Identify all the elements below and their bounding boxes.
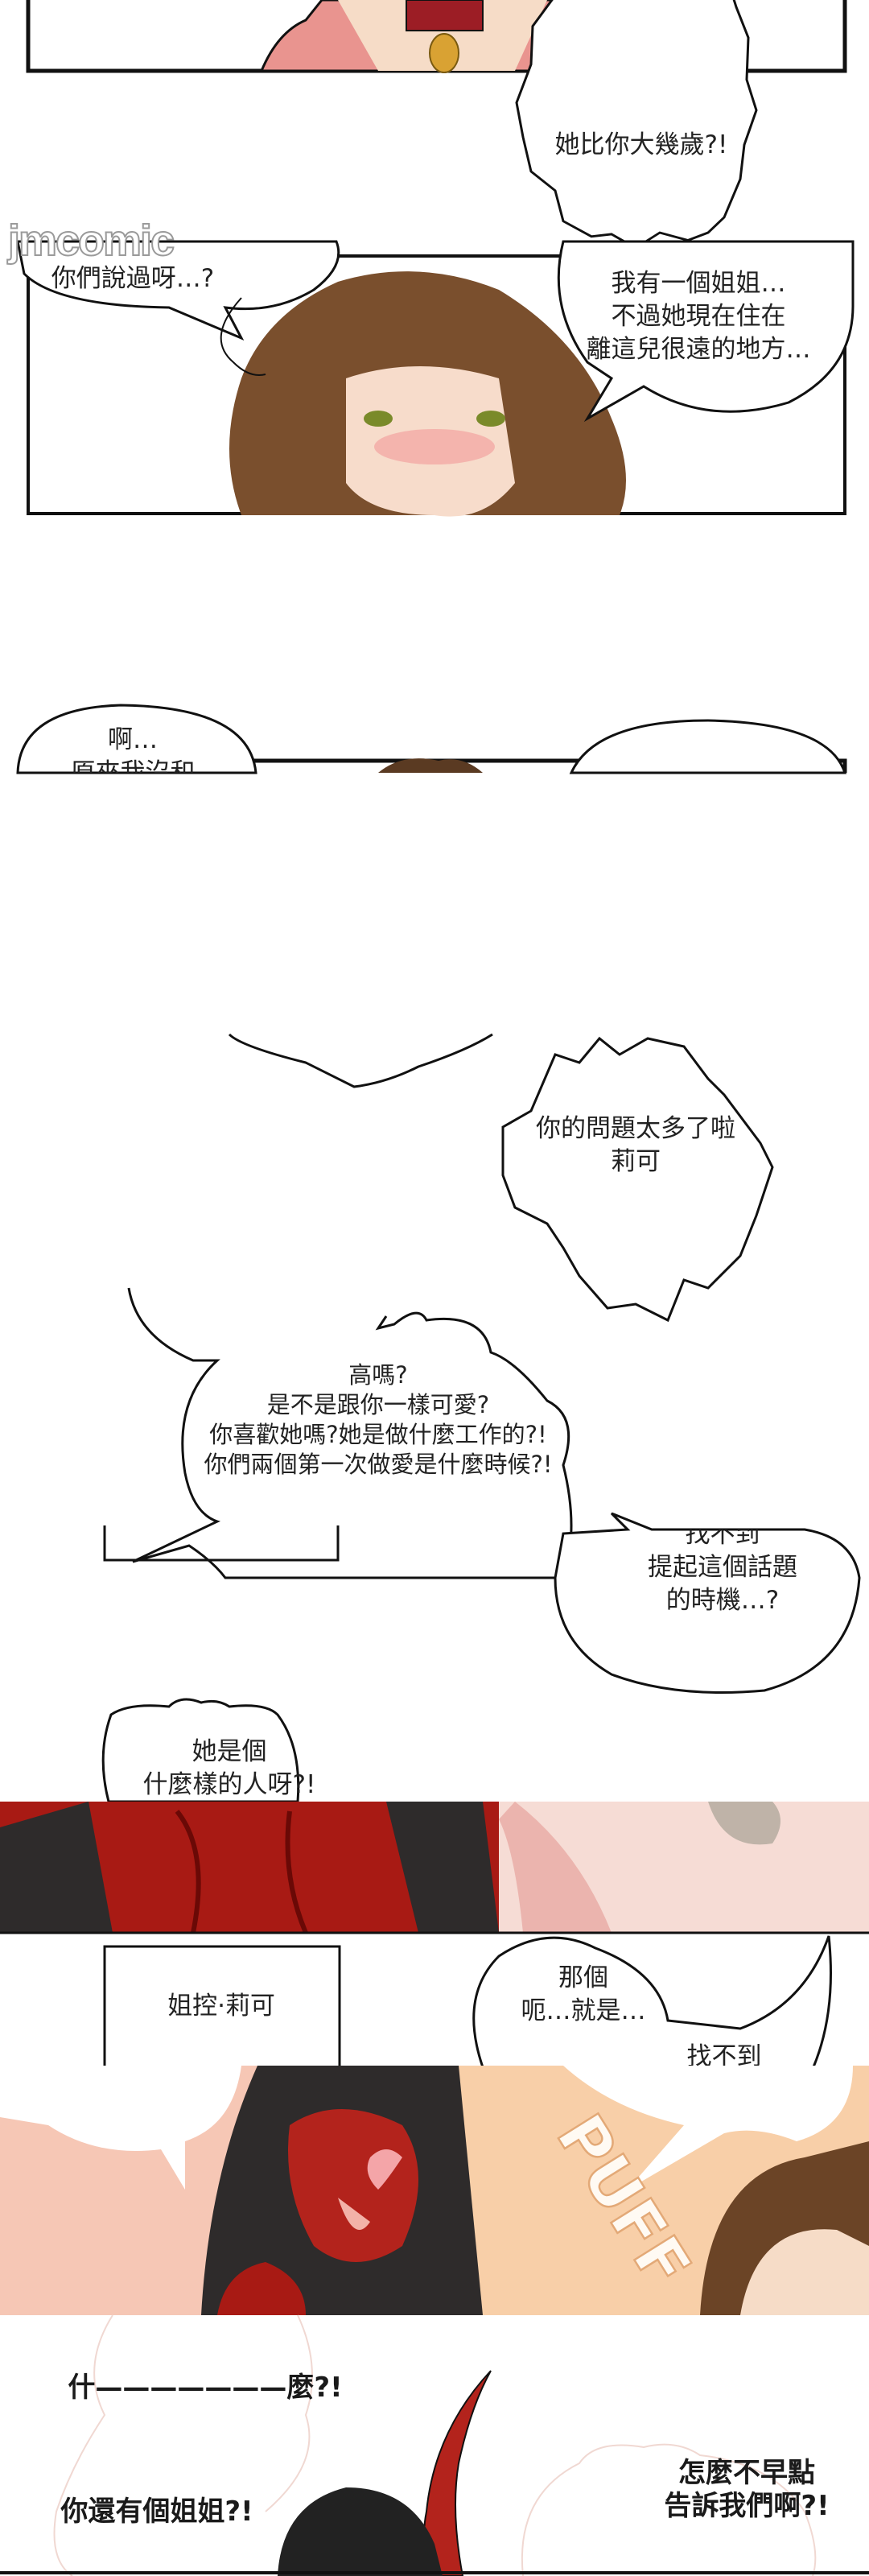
watermark-logo: jmcomic: [7, 216, 175, 266]
dialogue-line: 的時機…?: [665, 1586, 780, 1615]
panel-5: [103, 1935, 832, 2070]
dialogue-line: 怎麼不早點: [677, 2457, 815, 2489]
jagged-speech-bubble: [501, 1036, 774, 1323]
dialogue-line: 離這兒很遠的地方…: [586, 335, 811, 364]
red-character-face: [288, 2109, 418, 2262]
clipped-bubble: 啊… 原來我沒和: [0, 720, 266, 773]
dialogue-text: 她比你大幾歲?!: [555, 129, 728, 162]
dialogue-text: 那個 呃…就是…: [521, 1962, 646, 2028]
dialogue-text: 你們說過呀…?: [51, 262, 214, 295]
panel-bottom: [0, 2314, 869, 2576]
dialogue-line: 她比你大幾歲?!: [554, 130, 728, 159]
dialogue-line: 我有一個姐姐…: [611, 269, 786, 298]
dialogue-line: 啊…: [108, 725, 158, 754]
panel-3: [16, 704, 847, 774]
dialogue-line: 你們兩個第一次做愛是什麼時候?!: [204, 1451, 553, 1478]
collar-bell: [429, 33, 459, 73]
devil-tail: [423, 2370, 492, 2576]
dialogue-text: 找不到: [686, 2042, 762, 2066]
girl-eye-right: [476, 411, 505, 427]
speech-bubble-right: [554, 1512, 861, 1694]
panel-1: [26, 0, 847, 250]
clipped-bubble: 找不到 提起這個話題 的時機…?: [555, 1530, 869, 1674]
dialogue-text: 高嗎? 是不是跟你一樣可愛? 你喜歡她嗎?她是做什麼工作的?! 你們兩個第一次做…: [204, 1360, 552, 1480]
shout-text: 你還有個姐姐?!: [60, 2496, 253, 2529]
speech-bubble-oval-left: [16, 704, 257, 774]
dialogue-line: 你還有個姐姐?!: [60, 2496, 253, 2528]
collar: [406, 0, 484, 31]
open-mouth: [338, 2198, 370, 2230]
dialogue-text: 你的問題太多了啦 莉可: [536, 1113, 735, 1179]
shout-text: 怎麼不早點 告訴我們啊?!: [664, 2457, 829, 2523]
panel-red: [0, 1802, 869, 1934]
dialogue-text: 找不到 提起這個話題 的時機…?: [648, 1530, 797, 1617]
speech-bubble: [472, 1935, 832, 2070]
dialogue-line: 高嗎?: [348, 1361, 408, 1389]
dialogue-line: 呃…就是…: [521, 1996, 646, 2025]
black-hair: [0, 1802, 113, 1933]
dialogue-line: 告訴我們啊?!: [664, 2490, 830, 2522]
panel-2: [16, 240, 855, 517]
hair-right: [708, 1802, 780, 1845]
dialogue-text: 我有一個姐姐… 不過她現在住在 離這兒很遠的地方…: [587, 267, 811, 366]
dialogue-line: 找不到: [685, 1530, 760, 1549]
heart-eye: [367, 2149, 402, 2190]
dialogue-line: 莉可: [611, 1147, 661, 1176]
dialogue-line: 你們說過呀…?: [51, 264, 215, 293]
panel-colour: PUFF: [0, 2066, 869, 2315]
girl-eye-left: [364, 411, 393, 427]
jagged-speech-bubble: [515, 0, 758, 250]
cloud-speech-bubble: [101, 1698, 300, 1803]
dialogue-line: 什———————麼?!: [68, 2372, 343, 2404]
speech-bubble-left: [16, 240, 340, 341]
speech-bubble-oval-right: [569, 719, 847, 774]
dialogue-line: 她是個: [192, 1737, 267, 1766]
caption-box: [103, 1945, 341, 2069]
clipped-bubble: 找不到: [660, 2041, 789, 2066]
caption-text: 姐控·莉可: [167, 1992, 275, 2021]
dialogue-line: 什麼樣的人呀?!: [142, 1770, 316, 1799]
panel-4: [101, 1033, 861, 1803]
dialogue-line: 那個: [558, 1963, 608, 1992]
shout-text: 什———————麼?!: [68, 2372, 342, 2405]
hand: [499, 1802, 612, 1933]
hair-top: [378, 758, 483, 773]
speech-bubble-white: [0, 2066, 241, 2190]
dialogue-line: 是不是跟你一樣可愛?: [266, 1391, 490, 1418]
dialogue-line: 你的問題太多了啦: [536, 1114, 735, 1143]
speech-bubble-right: [557, 240, 855, 423]
dialogue-line: 提起這個話題: [648, 1553, 797, 1582]
panel-frame-fragment: [103, 1525, 340, 1562]
blush: [374, 429, 495, 464]
dialogue-line: 原來我沒和: [70, 758, 196, 773]
dialogue-line: 不過她現在住在: [611, 302, 786, 331]
dialogue-text: 她是個 什麼樣的人呀?!: [143, 1736, 316, 1802]
dialogue-line: 你喜歡她嗎?她是做什麼工作的?!: [209, 1421, 547, 1448]
black-hair-bottom: [278, 2487, 443, 2576]
dialogue-text: 啊… 原來我沒和: [71, 724, 196, 773]
speech-bubble-white: [563, 2066, 853, 2190]
fist: [217, 2262, 306, 2315]
